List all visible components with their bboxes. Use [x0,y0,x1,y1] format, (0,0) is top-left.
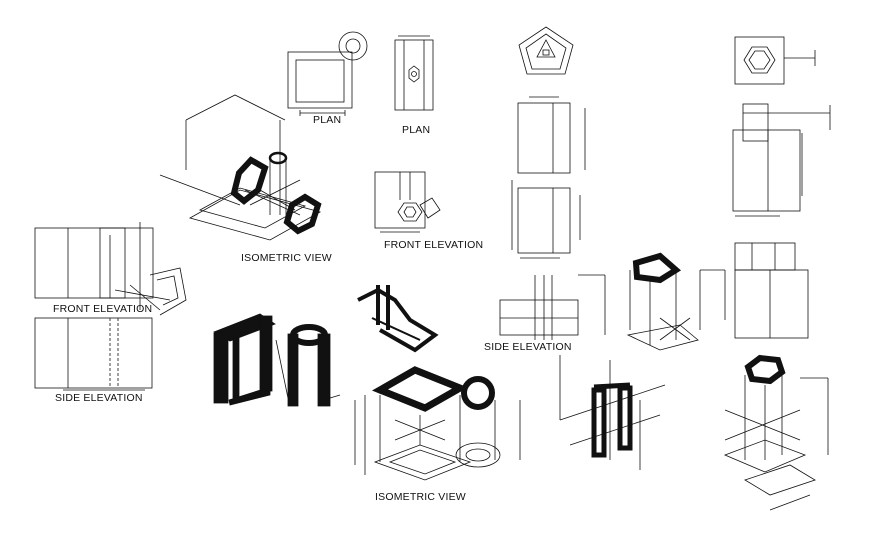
side-elevation-2-drawing [499,274,606,340]
right-top-elevation [732,103,831,217]
pentagon-prism-isometric [626,252,726,351]
isometric-view-label-1: ISOMETRIC VIEW [241,252,332,264]
side-elevation-label-2: SIDE ELEVATION [484,341,572,353]
plan-square-drawing [287,31,368,116]
isometric-view-label-2: ISOMETRIC VIEW [375,491,466,503]
plan-hexagon-drawing [394,35,434,111]
plan-label-2: PLAN [402,124,431,136]
plan-label-1: PLAN [313,114,342,126]
pipe-isometric-drawing [357,285,439,353]
left-elevations [34,222,187,391]
isometric-view-1-drawing [159,94,322,241]
front-elevation-label-2: FRONT ELEVATION [53,303,153,315]
front-elevation-label-1: FRONT ELEVATION [384,239,484,251]
bold-l-shape-drawing [213,313,341,407]
frame-isometric-drawing [559,355,666,470]
pentagon-plan-drawing [518,26,574,75]
side-elevation-label-1: SIDE ELEVATION [55,392,143,404]
hex-column-isometric [723,354,829,511]
isometric-view-2-drawing [354,366,521,481]
middle-elevations [511,96,586,259]
hexagon-plan-drawing [734,36,816,85]
front-elevation-1-drawing [374,171,441,233]
right-block-elevation [734,242,809,339]
